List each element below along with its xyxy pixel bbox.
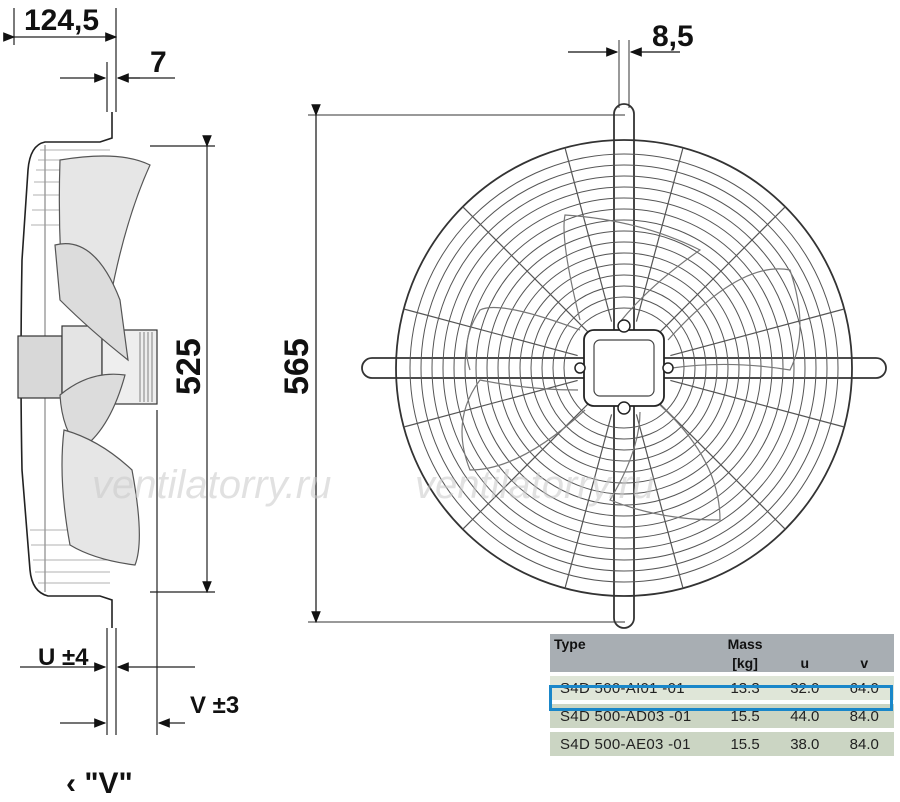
guard-spoke xyxy=(462,206,591,335)
header-type: Type xyxy=(550,634,716,653)
guard-ring xyxy=(541,285,707,451)
front-view xyxy=(308,40,887,629)
guard-ring xyxy=(420,164,828,572)
guard-ring xyxy=(519,263,729,473)
guard-ring xyxy=(563,307,685,429)
guard-ring xyxy=(464,208,784,528)
guard-ring xyxy=(442,186,806,550)
cell-mass: 15.5 xyxy=(715,704,776,728)
header-v: v xyxy=(834,653,894,672)
table-header-row: Type Mass xyxy=(550,634,894,653)
watermark: ventilatorry.ru xyxy=(92,463,331,507)
guard-spoke xyxy=(657,401,786,530)
header-mass-unit: [kg] xyxy=(715,653,776,672)
table-row[interactable]: S4D 500-AD03 -01 15.5 44.0 84.0 xyxy=(550,704,894,728)
dim-124-5: 124,5 xyxy=(24,4,99,37)
guard-ring xyxy=(508,252,740,484)
view-v-label: ‹ "V" xyxy=(66,767,133,800)
guard-spoke xyxy=(564,414,613,589)
guard-ring xyxy=(453,197,795,539)
dim-7: 7 xyxy=(150,46,167,79)
side-view xyxy=(3,8,215,735)
guard-spoke xyxy=(670,379,845,428)
guard-ring xyxy=(431,175,817,561)
guard-spoke xyxy=(462,401,591,530)
cell-mass: 15.5 xyxy=(715,732,776,756)
guard-ring xyxy=(497,241,751,495)
cell-v: 64.0 xyxy=(834,676,894,700)
watermark-2: ventilatorry.ru xyxy=(415,463,654,507)
table-row[interactable]: S4D 500-AE03 -01 15.5 38.0 84.0 xyxy=(550,732,894,756)
guard-spoke xyxy=(403,308,578,357)
cell-v: 84.0 xyxy=(834,704,894,728)
guard-spoke xyxy=(635,414,684,589)
guard-ring xyxy=(409,153,839,583)
cell-v: 84.0 xyxy=(834,732,894,756)
guard-spoke xyxy=(564,147,613,322)
dim-525: 525 xyxy=(170,338,208,395)
guard-spoke xyxy=(670,308,845,357)
cell-u: 32.0 xyxy=(775,676,835,700)
table-subheader-row: [kg] u v xyxy=(550,653,894,672)
dim-565: 565 xyxy=(278,338,316,395)
dim-u: U ±4 xyxy=(38,644,89,671)
guard-ring xyxy=(552,296,696,440)
cell-type: S4D 500-AI01 -01 xyxy=(550,676,716,700)
dim-v: V ±3 xyxy=(190,692,239,719)
table-row[interactable]: S4D 500-AI01 -01 13.3 32.0 64.0 xyxy=(550,676,894,700)
guard-spoke xyxy=(635,147,684,322)
guard-spoke xyxy=(403,379,578,428)
cell-mass: 13.3 xyxy=(715,676,776,700)
cell-type: S4D 500-AE03 -01 xyxy=(550,732,716,756)
cell-u: 38.0 xyxy=(775,732,835,756)
header-u: u xyxy=(775,653,835,672)
cell-u: 44.0 xyxy=(775,704,835,728)
guard-spoke xyxy=(657,206,786,335)
cell-type: S4D 500-AD03 -01 xyxy=(550,704,716,728)
dim-8-5: 8,5 xyxy=(652,20,694,53)
header-mass: Mass xyxy=(715,634,776,653)
model-spec-table: Type Mass [kg] u v S4D 500-AI01 -01 13.3… xyxy=(550,634,894,756)
guard-ring xyxy=(530,274,718,462)
